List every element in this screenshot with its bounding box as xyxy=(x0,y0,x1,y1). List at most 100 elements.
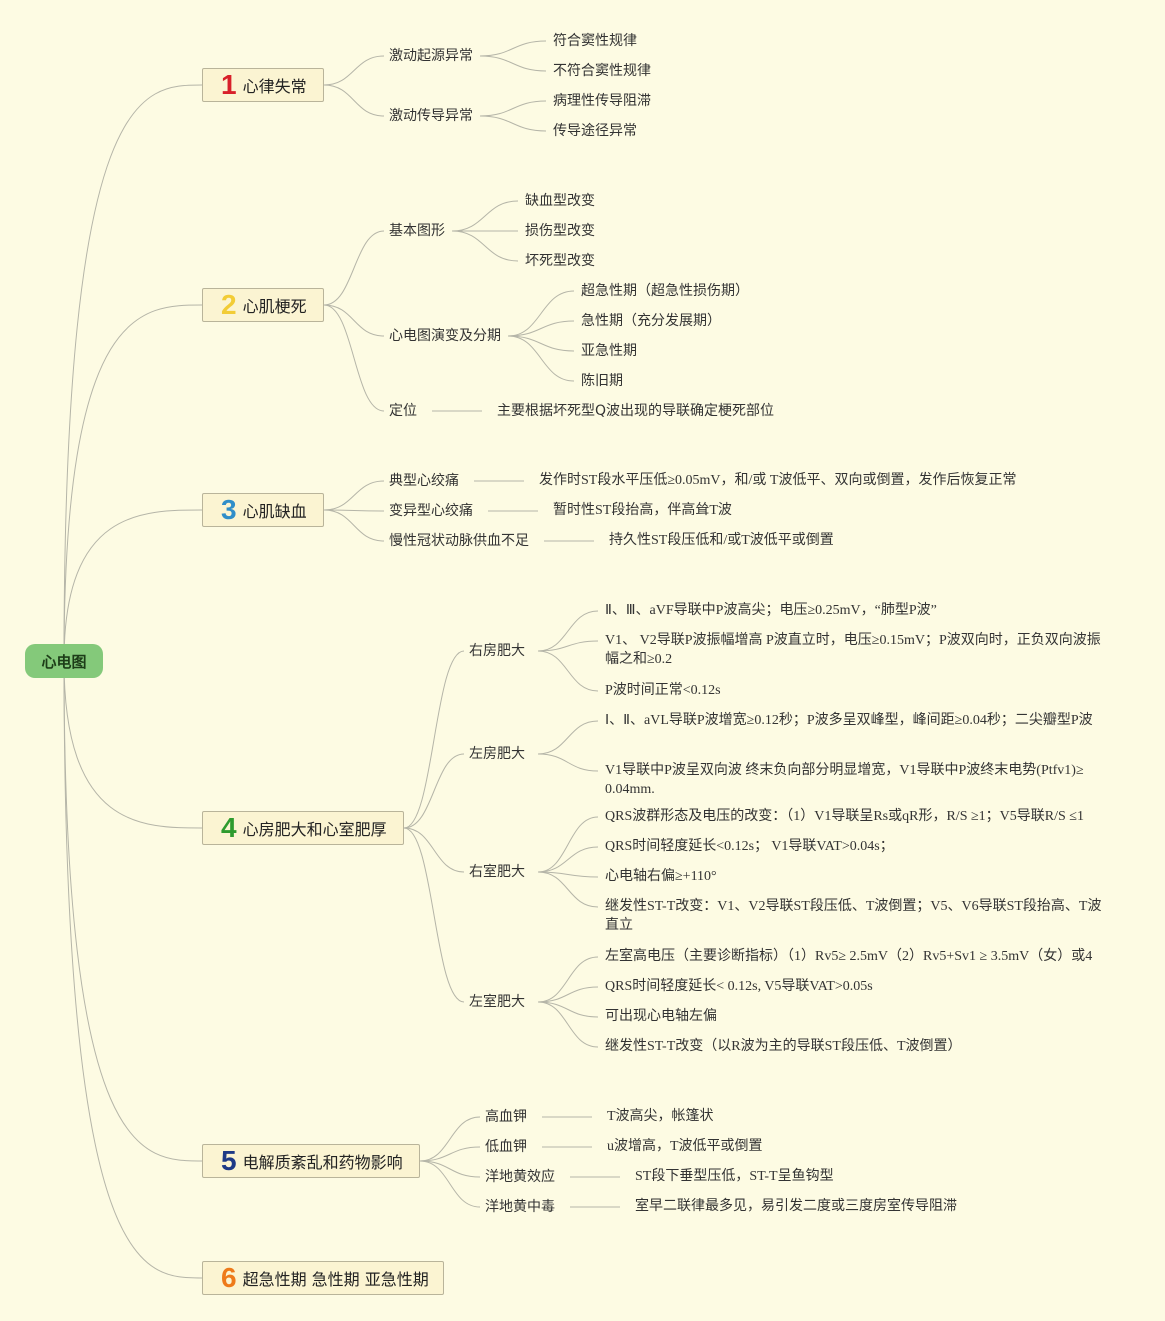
connector-curve xyxy=(537,816,599,873)
connector-curve xyxy=(403,827,465,1003)
connector-curve xyxy=(419,1160,481,1178)
root-node[interactable]: 心电图 xyxy=(25,644,103,678)
leaf-node[interactable]: 心电轴右偏≥+110° xyxy=(605,869,717,884)
leaf-node[interactable]: QRS波群形态及电压的改变：（1）V1导联呈Rs或qR形，R/S ≥1；V5导联… xyxy=(605,809,1084,824)
subtopic-node[interactable]: 变异型心绞痛 xyxy=(389,503,473,519)
connector-curve xyxy=(63,660,203,1162)
connector-curve xyxy=(537,640,599,652)
leaf-node[interactable]: P波时间正常<0.12s xyxy=(605,683,721,698)
leaf-node[interactable]: QRS时间轻度延长<0.12s； V1导联VAT>0.04s； xyxy=(605,839,894,854)
connector-curve xyxy=(323,480,385,511)
connector-curve xyxy=(507,320,575,337)
connector-curve xyxy=(63,660,203,1279)
connector-curve xyxy=(323,230,385,306)
connector-curve xyxy=(323,84,385,117)
subtopic-node[interactable]: 激动传导异常 xyxy=(389,108,473,124)
branch-label: 心肌缺血 xyxy=(242,502,307,521)
leaf-node[interactable]: 持久性ST段压低和/或T波低平或倒置 xyxy=(609,533,834,548)
connector-curve xyxy=(537,871,599,878)
leaf-node[interactable]: 主要根据坏死型Q波出现的导联确定梗死部位 xyxy=(497,403,775,419)
connector-curve xyxy=(537,610,599,652)
leaf-node[interactable]: T波高尖，帐篷状 xyxy=(607,1109,714,1124)
leaf-node[interactable]: 超急性期（超急性损伤期） xyxy=(581,283,749,299)
leaf-node[interactable]: 可出现心电轴左偏 xyxy=(605,1009,717,1024)
connector-curve xyxy=(63,84,203,662)
number-badge: 5 xyxy=(221,1145,237,1176)
connector-curve xyxy=(479,55,547,72)
branch-label: 心房肥大和心室肥厚 xyxy=(242,820,387,839)
subtopic-node[interactable]: 典型心绞痛 xyxy=(389,473,459,489)
leaf-node[interactable]: ST段下垂型压低，ST-T呈鱼钩型 xyxy=(635,1169,834,1184)
connector-curve xyxy=(403,753,465,829)
leaf-node[interactable]: 传导途径异常 xyxy=(553,123,637,139)
connector-curve xyxy=(451,200,519,232)
connector-curve xyxy=(537,986,599,1003)
leaf-node[interactable]: Ⅰ、Ⅱ、aVL导联P波增宽≥0.12秒；P波多呈双峰型，峰间距≥0.04秒；二尖… xyxy=(605,713,1093,728)
leaf-node[interactable]: 坏死型改变 xyxy=(525,253,595,269)
subtopic-node[interactable]: 右室肥大 xyxy=(469,864,525,880)
leaf-node[interactable]: Ⅱ、Ⅲ、aVF导联中P波高尖；电压≥0.25mV，“肺型P波” xyxy=(605,603,937,618)
subtopic-node[interactable]: 左房肥大 xyxy=(469,746,525,762)
branch-label: 电解质紊乱和药物影响 xyxy=(242,1153,403,1172)
leaf-node[interactable]: 室早二联律最多见，易引发二度或三度房室传导阻滞 xyxy=(635,1199,957,1214)
branch-myocardial-ischemia[interactable]: 3 心肌缺血 xyxy=(202,493,324,527)
connector-curve xyxy=(323,509,385,542)
leaf-node[interactable]: 病理性传导阻滞 xyxy=(553,93,651,109)
subtopic-node[interactable]: 洋地黄效应 xyxy=(485,1169,555,1185)
connector-curve xyxy=(63,304,203,662)
leaf-node[interactable]: 继发性ST-T改变（以R波为主的导联ST段压低、T波倒置） xyxy=(605,1039,962,1054)
number-badge: 1 xyxy=(221,69,237,100)
connector-curve xyxy=(419,1146,481,1162)
number-badge: 3 xyxy=(221,494,237,525)
connector-curve xyxy=(403,827,465,873)
connector-curve xyxy=(63,509,203,662)
leaf-node[interactable]: 缺血型改变 xyxy=(525,193,595,209)
leaf-node[interactable]: 不符合窦性规律 xyxy=(553,63,651,79)
leaf-node[interactable]: 暂时性ST段抬高，伴高耸T波 xyxy=(553,503,732,518)
leaf-node[interactable]: V1导联中P波呈双向波 终末负向部分明显增宽，V1导联中P波终末电势(Ptfv1… xyxy=(605,763,1084,797)
subtopic-node[interactable]: 低血钾 xyxy=(485,1139,527,1155)
subtopic-node[interactable]: 激动起源异常 xyxy=(389,48,473,64)
subtopic-node[interactable]: 心电图演变及分期 xyxy=(389,328,501,344)
subtopic-node[interactable]: 右房肥大 xyxy=(469,643,525,659)
connector-curve xyxy=(537,871,599,908)
subtopic-node[interactable]: 基本图形 xyxy=(389,223,445,239)
connector-curve xyxy=(537,650,599,692)
leaf-node[interactable]: 急性期（充分发展期） xyxy=(581,313,721,329)
connector-curve xyxy=(537,846,599,873)
leaf-node[interactable]: 陈旧期 xyxy=(581,373,623,389)
connector-curve xyxy=(479,40,547,57)
leaf-node[interactable]: QRS时间轻度延长< 0.12s, V5导联VAT>0.05s xyxy=(605,979,873,994)
branch-electrolyte-drug[interactable]: 5 电解质紊乱和药物影响 xyxy=(202,1144,420,1178)
branch-arrhythmia[interactable]: 1 心律失常 xyxy=(202,68,324,102)
branch-label: 心律失常 xyxy=(242,77,307,96)
connector-curve xyxy=(537,753,599,772)
leaf-node[interactable]: 损伤型改变 xyxy=(525,223,595,239)
connector-curve xyxy=(537,720,599,755)
subtopic-node[interactable]: 左室肥大 xyxy=(469,994,525,1010)
connector-curve xyxy=(479,100,547,117)
connector-curve xyxy=(323,55,385,86)
connector-curve xyxy=(479,115,547,132)
connector-curve xyxy=(323,304,385,412)
connector-curve xyxy=(63,660,203,829)
leaf-node[interactable]: 继发性ST-T改变：V1、V2导联ST段压低、T波倒置；V5、V6导联ST段抬高… xyxy=(605,899,1102,933)
leaf-node[interactable]: 亚急性期 xyxy=(581,343,637,359)
connector-curve xyxy=(419,1160,481,1208)
connector-curve xyxy=(323,509,385,512)
subtopic-node[interactable]: 定位 xyxy=(389,403,417,419)
connector-curve xyxy=(507,335,575,382)
subtopic-node[interactable]: 高血钾 xyxy=(485,1109,527,1125)
connector-curve xyxy=(323,304,385,337)
connector-curve xyxy=(507,290,575,337)
leaf-node[interactable]: 符合窦性规律 xyxy=(553,33,637,49)
subtopic-node[interactable]: 洋地黄中毒 xyxy=(485,1199,555,1215)
leaf-node[interactable]: 左室高电压（主要诊断指标）（1）Rv5≥ 2.5mV（2）Rv5+Sv1 ≥ 3… xyxy=(605,949,1093,964)
leaf-node[interactable]: V1、 V2导联P波振幅增高 P波直立时，电压≥0.15mV；P波双向时，正负双… xyxy=(605,633,1101,667)
leaf-node[interactable]: 发作时ST段水平压低≥0.05mV，和/或 T波低平、双向或倒置，发作后恢复正常 xyxy=(539,473,1017,488)
subtopic-node[interactable]: 慢性冠状动脉供血不足 xyxy=(389,533,529,549)
leaf-node[interactable]: u波增高，T波低平或倒置 xyxy=(607,1139,763,1154)
